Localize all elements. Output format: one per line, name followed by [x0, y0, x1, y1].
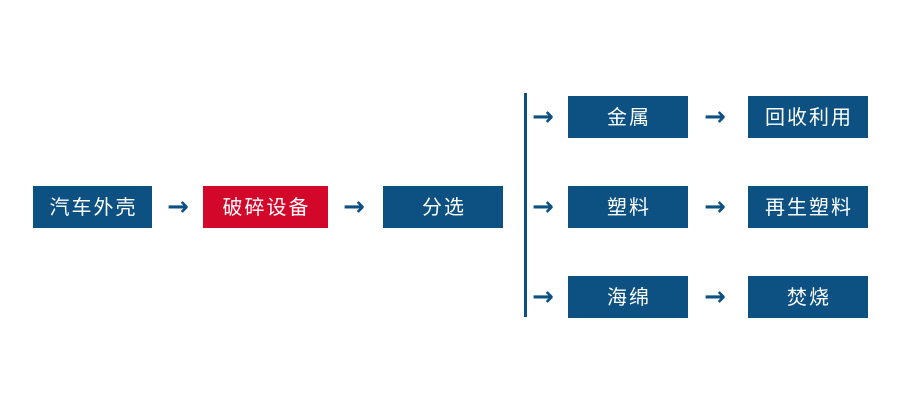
- arrow-branch-icon-2: →: [532, 192, 554, 222]
- node-car-shell[interactable]: 汽车外壳: [33, 186, 152, 228]
- node-plastic[interactable]: 塑料: [568, 186, 688, 228]
- arrow-right-icon-1: →: [167, 192, 189, 222]
- arrow-right-icon-5: →: [704, 282, 726, 312]
- arrow-branch-icon-3: →: [532, 282, 554, 312]
- node-sorting[interactable]: 分选: [383, 186, 503, 228]
- node-recycled-plastic[interactable]: 再生塑料: [748, 186, 868, 228]
- arrow-right-icon-4: →: [704, 192, 726, 222]
- node-recycling-reuse[interactable]: 回收利用: [748, 96, 868, 138]
- branch-bus-line: [524, 93, 527, 317]
- arrow-branch-icon-1: →: [532, 102, 554, 132]
- node-metal[interactable]: 金属: [568, 96, 688, 138]
- node-sponge[interactable]: 海绵: [568, 276, 688, 318]
- arrow-right-icon-2: →: [343, 192, 365, 222]
- node-incineration[interactable]: 焚烧: [748, 276, 868, 318]
- arrow-right-icon-3: →: [704, 102, 726, 132]
- node-shredding-equipment[interactable]: 破碎设备: [203, 186, 328, 228]
